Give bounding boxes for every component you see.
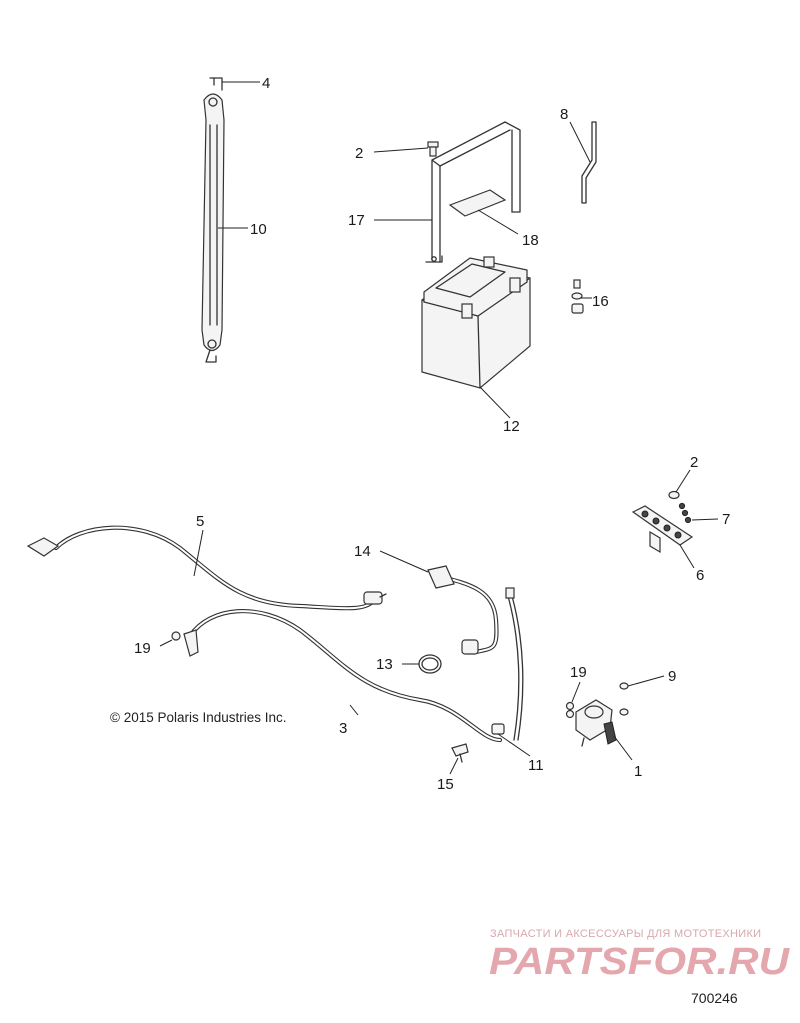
battery-strap-part-10 <box>201 77 225 363</box>
terminal-hardware-part-16 <box>571 279 584 314</box>
battery-bracket-part-17 <box>425 121 521 263</box>
callout-19-left: 19 <box>134 640 151 657</box>
strap-rod-part-8 <box>581 121 597 204</box>
callout-labels: 4 10 8 2 17 18 16 12 2 7 6 5 14 19 13 19… <box>134 75 730 793</box>
watermark-tagline: ЗАПЧАСТИ И АКСЕССУАРЫ ДЛЯ МОТОТЕХНИКИ <box>490 928 762 940</box>
callout-2-lower: 2 <box>690 454 698 471</box>
callout-14: 14 <box>354 543 371 560</box>
callout-11: 11 <box>528 757 544 774</box>
diagram-number: 700246 <box>691 990 738 1006</box>
push-rivet-part-15 <box>451 743 469 763</box>
callout-12: 12 <box>503 418 520 435</box>
copyright-notice: © 2015 Polaris Industries Inc. <box>110 710 287 725</box>
callout-17: 17 <box>348 212 365 229</box>
callout-3: 3 <box>339 720 347 737</box>
positive-cable-part-14 <box>427 565 499 655</box>
bracket-pad-part-18 <box>448 189 507 217</box>
callout-16: 16 <box>592 293 609 310</box>
callout-10: 10 <box>250 221 267 238</box>
callout-13: 13 <box>376 656 393 673</box>
nut-part-19-right <box>565 701 575 719</box>
cable-part-5 <box>26 525 387 611</box>
callout-9: 9 <box>668 668 676 685</box>
watermark-logo-text: PARTSFOR.RU <box>489 941 791 982</box>
callout-7: 7 <box>722 511 730 528</box>
nut-part-19-left <box>171 631 181 641</box>
harness-part-3 <box>183 587 524 743</box>
callout-6: 6 <box>696 567 704 584</box>
bolt-part-2-upper <box>427 141 439 157</box>
callout-4: 4 <box>262 75 270 92</box>
callout-19-right: 19 <box>570 664 587 681</box>
screw-part-2-lower <box>668 490 680 500</box>
callout-8: 8 <box>560 106 568 123</box>
battery-part-12 <box>421 256 531 389</box>
callout-18: 18 <box>522 232 539 249</box>
connector-part-11 <box>491 723 505 735</box>
callout-15: 15 <box>437 776 454 793</box>
callout-1: 1 <box>634 763 642 780</box>
screw-part-9 <box>619 682 629 716</box>
callout-5: 5 <box>196 513 204 530</box>
callout-2-upper: 2 <box>355 145 363 162</box>
clamp-part-13 <box>418 654 442 674</box>
watermark-logo: PARTSFOR.RU <box>489 941 791 982</box>
nut-part-7 <box>678 502 692 524</box>
terminal-block-part-6 <box>631 505 694 554</box>
relay-part-1 <box>575 699 617 747</box>
